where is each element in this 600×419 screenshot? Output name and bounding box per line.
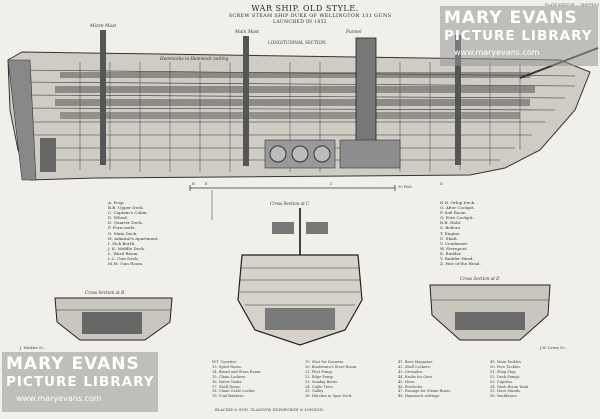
cross-section-c bbox=[237, 208, 363, 346]
publisher-line: BLACKIE & SON, GLASGOW, EDINBURGH & LOND… bbox=[215, 407, 324, 412]
legend-item: 43. Grenades. bbox=[398, 369, 424, 374]
page-title: WAR SHIP. OLD STYLE. bbox=[251, 4, 359, 13]
legend-item: 17. Shell Room. bbox=[212, 384, 241, 389]
key-item: I. Sick Berth. bbox=[108, 240, 136, 246]
legend-col-1: W.T. Upsetter 13. Spirit Room. 14. Bread… bbox=[212, 360, 261, 399]
legend-item: 13. Spirit Room. bbox=[212, 364, 242, 369]
legend-item: 46. Rowlocks. bbox=[398, 384, 424, 389]
key-item: Q. Fore Cockpit. bbox=[440, 215, 474, 221]
key-item: B.B. Upper Deck. bbox=[108, 205, 145, 211]
engraver-left: J. Winkles Sc. bbox=[20, 346, 45, 350]
key-item: Z. Hoe of the Head. bbox=[440, 261, 481, 267]
legend-item: 52. Deck Pumps. bbox=[490, 374, 521, 379]
key-item: L. Ward Room. bbox=[108, 250, 139, 256]
key-item: O. After Cockpit. bbox=[440, 205, 475, 211]
launch-date: LAUNCHED IN 1852 bbox=[272, 20, 328, 25]
key-item: D. Wheel. bbox=[108, 215, 129, 221]
legend-item: 16. Water Tanks. bbox=[212, 379, 243, 384]
legend-item: 41. Beer Magazine. bbox=[398, 360, 434, 364]
key-item: F. Forecastle. bbox=[108, 225, 136, 231]
key-item: J. K. Middle Deck. bbox=[108, 245, 146, 251]
key-item: C. Captain's Cabin. bbox=[108, 210, 148, 216]
legend-item: 45. Hose. bbox=[398, 379, 416, 384]
hammocks-label: Hammocks in Hammock netting bbox=[160, 56, 229, 61]
legend-item: 48. Hammock nettings. bbox=[398, 394, 441, 399]
legend-col-4: 49. Main Tackles. 50. Fore Tackles. 51. … bbox=[490, 360, 529, 399]
legend-item: W.T. Upsetter bbox=[212, 360, 237, 364]
legend-item: 23. Sunday Boots. bbox=[305, 379, 338, 384]
watermark-url: www.maryevans.com bbox=[16, 394, 102, 403]
marker-d: D bbox=[440, 182, 443, 186]
watermark-line2: PICTURE LIBRARY bbox=[444, 28, 593, 44]
legend-col-3: 41. Beer Magazine. 42. Shell Lockers. 43… bbox=[398, 360, 451, 399]
legend-item: 24. Cable Tiers. bbox=[305, 384, 334, 389]
key-item: H. Admiral's Apartment. bbox=[108, 235, 159, 241]
plate-number: PLATE XXXXVIII — SHIPPING bbox=[545, 3, 600, 7]
scale-label: 50 Feet. bbox=[398, 185, 413, 189]
cross-section-d bbox=[429, 284, 551, 341]
marker-e: E bbox=[205, 182, 208, 186]
legend-item: 47. Passage for Steam Boats. bbox=[398, 389, 452, 394]
funnel-label: Funnel bbox=[346, 30, 362, 35]
mizen-mast-label: Mizen Mast bbox=[90, 24, 117, 29]
watermark-line1: MARY EVANS bbox=[6, 354, 140, 374]
key-item: G. Main Deck. bbox=[108, 230, 138, 236]
legend-item: 49. Main Tackles. bbox=[490, 360, 522, 364]
page-subtitle: SCREW STEAM SHIP DUKE OF WELLINGTON 131 … bbox=[228, 13, 392, 19]
cross-section-b bbox=[54, 297, 173, 341]
legend-item: 14. Bread and Store Room. bbox=[212, 369, 262, 374]
legend-item: 55. Hose Stands. bbox=[490, 389, 521, 394]
legend-item: 25. Galley. bbox=[305, 389, 324, 394]
key-item: V. Condenser. bbox=[440, 240, 469, 246]
longitudinal-label: LONGITUDINAL SECTION. bbox=[268, 40, 327, 45]
legend-item: 22. Bilge Pump. bbox=[305, 374, 334, 379]
legend-item: 19. Shot for Drawers. bbox=[305, 360, 345, 364]
watermark-line1: MARY EVANS bbox=[444, 8, 578, 28]
marker-c: C bbox=[330, 182, 333, 186]
engraver-right: J.W. Lowry Sc. bbox=[540, 346, 566, 350]
legend-item: 44. Racks for Oars. bbox=[398, 374, 434, 379]
key-item: N.N. Orlop Deck. bbox=[440, 200, 476, 205]
legend-item: 26. Hatches in Spar Deck. bbox=[305, 394, 353, 399]
section-c-caption: Cross Section at C bbox=[270, 201, 310, 206]
legend-item: 51. Sling Stay. bbox=[490, 369, 517, 374]
key-item: T. Engine. bbox=[440, 230, 461, 236]
key-right: N.N. Orlop Deck. O. After Cockpit. P. Sa… bbox=[440, 200, 481, 266]
scale-bar bbox=[189, 185, 396, 220]
watermark-line2: PICTURE LIBRARY bbox=[6, 374, 155, 390]
key-item: S. Boilers. bbox=[440, 225, 462, 231]
watermark-bottom: MARY EVANS PICTURE LIBRARY www.maryevans… bbox=[2, 352, 158, 412]
legend-item: 56. Ventilators. bbox=[490, 394, 518, 399]
watermark-url: www.maryevans.com bbox=[454, 48, 540, 57]
section-b-caption: Cross Section at B bbox=[85, 290, 125, 295]
key-item: L.L. Gun Deck. bbox=[108, 256, 139, 262]
key-item: M.M. Gun Room. bbox=[108, 261, 144, 267]
legend-item: 20. Boatswain's Store Room. bbox=[305, 364, 358, 369]
longitudinal-section bbox=[7, 30, 599, 181]
legend-item: 54. Wash Room Tank. bbox=[490, 384, 530, 389]
legend-col-2: 19. Shot for Drawers. 20. Boatswain's St… bbox=[305, 360, 357, 399]
legend-item: 50. Fore Tackles. bbox=[490, 364, 522, 369]
key-item: E. Quarter Deck. bbox=[108, 220, 144, 226]
legend-item: 42. Shell Lockers. bbox=[398, 364, 431, 369]
watermark-top: MARY EVANS PICTURE LIBRARY www.maryevans… bbox=[440, 6, 598, 66]
section-d-caption: Cross Section at D bbox=[460, 276, 500, 281]
legend-item: 18. Chain Cable Locker. bbox=[212, 389, 256, 394]
key-item: P. Sail Room. bbox=[440, 210, 467, 216]
marker-b: B bbox=[192, 182, 195, 186]
main-mast-label: Main Mast bbox=[235, 30, 259, 35]
legend-item: 19. Coal Bunkers. bbox=[212, 394, 245, 399]
key-item: X. Rudder. bbox=[440, 250, 462, 256]
key-item: U. Shaft. bbox=[440, 235, 459, 241]
legend-item: 53. Capstan. bbox=[490, 379, 513, 384]
key-item: Y. Rudder Head. bbox=[440, 256, 474, 262]
key-item: A. Poop bbox=[108, 200, 124, 205]
legend-item: 15. Chain Lockers. bbox=[212, 374, 247, 379]
key-item: R.R. Hold. bbox=[440, 220, 462, 226]
key-item: W. Sternpost. bbox=[440, 245, 468, 251]
key-left: A. Poop B.B. Upper Deck. C. Captain's Ca… bbox=[108, 200, 159, 266]
legend-item: 21. Pilot Pump. bbox=[305, 369, 333, 374]
